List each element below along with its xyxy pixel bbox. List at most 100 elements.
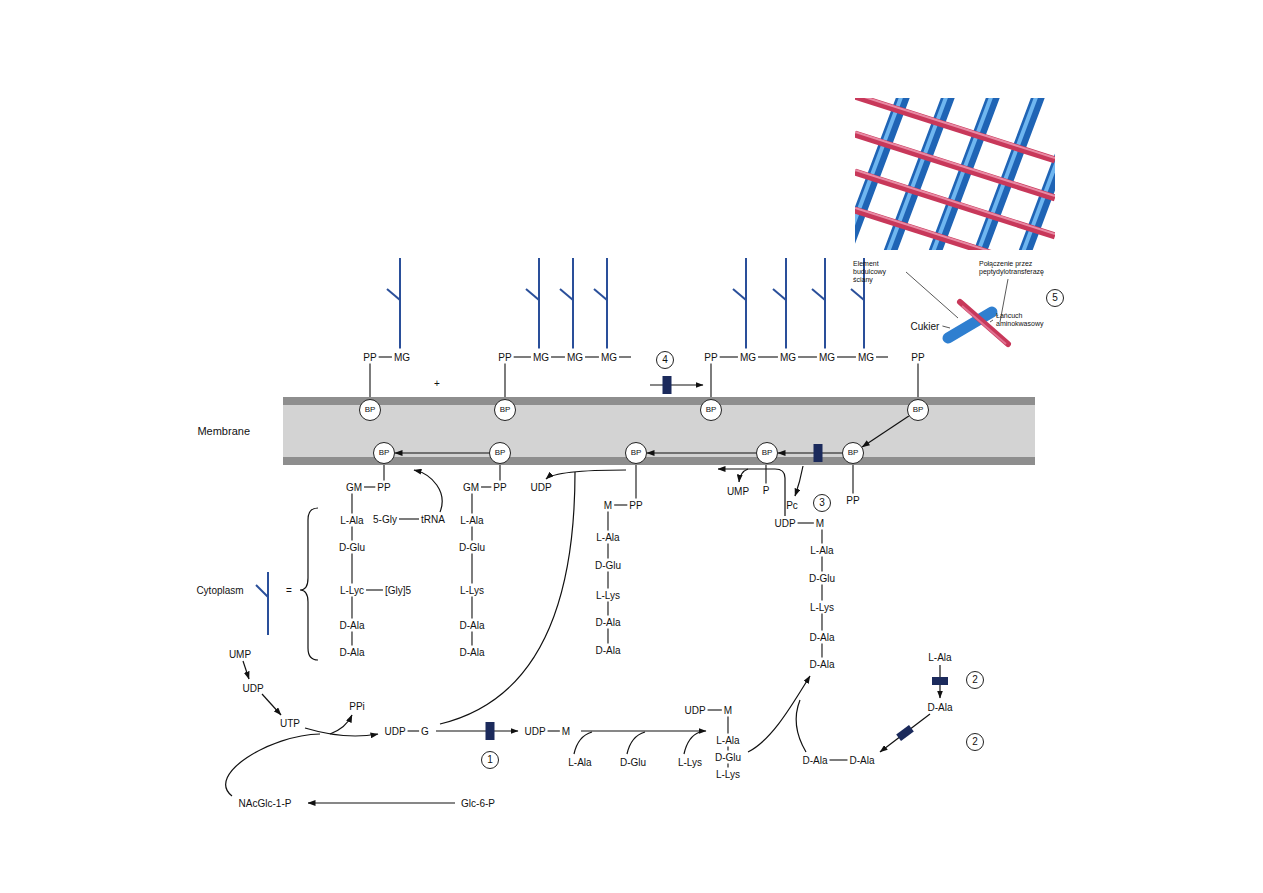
- carrier-circle: BP: [756, 442, 778, 464]
- pathway-label: D-Ala: [459, 620, 484, 631]
- carrier-circle: BP: [842, 442, 864, 464]
- peptide-bond: [727, 747, 728, 751]
- figure-caption-label: Łańcuch aminokwasowy: [996, 312, 1048, 328]
- pathway-label: PP: [377, 482, 390, 493]
- pathway-label: D-Ala: [927, 702, 952, 713]
- carrier-stem: [852, 464, 853, 494]
- bond-line: [379, 356, 392, 357]
- peptide-bond: [471, 597, 472, 619]
- pathway-label: P: [763, 485, 770, 496]
- bond-line: [481, 486, 491, 487]
- pathway-label: PP: [363, 352, 376, 363]
- peptide-bond: [727, 764, 728, 768]
- bond-line: [798, 356, 817, 357]
- peptide-bond: [607, 544, 608, 559]
- pathway-label: M: [816, 518, 824, 529]
- node-text: BP: [913, 406, 924, 414]
- pathway-label: MG: [819, 352, 835, 363]
- pathway-label: L-Lyc: [340, 585, 364, 596]
- pathway-label: D-Ala: [595, 617, 620, 628]
- inhibitor-mark: [896, 725, 914, 741]
- bond-line: [614, 504, 627, 505]
- pathway-label: M: [604, 500, 612, 511]
- bond-line: [408, 730, 420, 731]
- bond-line: [366, 589, 383, 590]
- pathway-label: D-Ala: [595, 645, 620, 656]
- cell-wall-mesh: [855, 98, 1055, 250]
- node-text: BP: [495, 449, 506, 457]
- pathway-label: UTP: [280, 718, 300, 729]
- node-text: 1: [487, 755, 493, 765]
- pathway-label: D-Glu: [459, 542, 485, 553]
- leader-line: [990, 320, 993, 322]
- callout-number: 2: [966, 733, 984, 751]
- pathway-label: 5-Gly: [373, 514, 397, 525]
- pathway-label: UDP: [774, 518, 795, 529]
- leader-line: [906, 272, 958, 318]
- peptide-bond: [351, 527, 352, 541]
- pathway-label: L-Lys: [460, 585, 484, 596]
- pathway-label: MG: [567, 352, 583, 363]
- pathway-label: D-Glu: [595, 560, 621, 571]
- pathway-label: L-Ala: [340, 515, 363, 526]
- pathway-label: +: [434, 378, 440, 389]
- node-text: BP: [365, 406, 376, 414]
- pathway-label: MG: [601, 352, 617, 363]
- bond-line: [758, 356, 778, 357]
- region-label: Membrane: [197, 425, 250, 437]
- pathway-label: UDP: [384, 726, 405, 737]
- pathway-label: GM: [463, 482, 479, 493]
- peptide-bond: [351, 554, 352, 584]
- carrier-circle: BP: [359, 399, 381, 421]
- callout-number: 5: [1046, 289, 1064, 307]
- pathway-label: PP: [629, 500, 642, 511]
- callout-number: 4: [656, 351, 674, 369]
- pathway-label: MG: [533, 352, 549, 363]
- inhibitor-mark: [663, 376, 672, 394]
- figure-caption-label: Element budulcowy ściany: [853, 260, 903, 284]
- pathway-label: UMP: [229, 649, 251, 660]
- peptide-bond: [821, 585, 822, 601]
- carrier-stem: [635, 464, 636, 499]
- node-text: 3: [819, 498, 825, 508]
- pathway-label: UDP: [684, 705, 705, 716]
- pathway-label: UDP: [524, 726, 545, 737]
- pathway-label: L-Ala: [716, 735, 739, 746]
- carrier-circle: BP: [625, 442, 647, 464]
- peptide-bond: [607, 572, 608, 589]
- node-text: 2: [972, 737, 978, 747]
- pathway-label: PP: [846, 495, 859, 506]
- node-text: BP: [706, 406, 717, 414]
- pathway-label: L-Lys: [810, 602, 834, 613]
- node-text: BP: [848, 449, 859, 457]
- pathway-label: L-Ala: [810, 545, 833, 556]
- pathway-label: MG: [394, 352, 410, 363]
- glycan-chain-symbol: [387, 258, 864, 349]
- bond-line: [548, 730, 560, 731]
- carrier-stem: [383, 464, 384, 481]
- pathway-label: tRNA: [421, 514, 445, 525]
- node-text: BP: [631, 449, 642, 457]
- bond-line: [837, 356, 856, 357]
- peptide-bond: [351, 597, 352, 619]
- peptide-bond: [821, 530, 822, 544]
- carrier-stem: [917, 364, 918, 400]
- leader-line: [942, 326, 950, 328]
- pathway-label: L-Ala: [460, 515, 483, 526]
- pathway-label: UMP: [727, 486, 749, 497]
- pathway-label: D-Glu: [339, 542, 365, 553]
- bond-line: [798, 522, 814, 523]
- pathway-label: =: [286, 585, 292, 596]
- bond-line: [708, 709, 722, 710]
- bond-line: [720, 356, 738, 357]
- pathway-label: GM: [346, 482, 362, 493]
- carrier-circle: BP: [489, 442, 511, 464]
- peptide-bond: [351, 494, 352, 514]
- pathway-label: L-Ala: [596, 532, 619, 543]
- pathway-label: D-Glu: [809, 573, 835, 584]
- peptide-bond: [607, 602, 608, 616]
- pathway-label: D-Glu: [715, 752, 741, 763]
- pathway-label: PP: [493, 482, 506, 493]
- peptide-bond: [821, 614, 822, 631]
- carrier-stem: [504, 364, 505, 400]
